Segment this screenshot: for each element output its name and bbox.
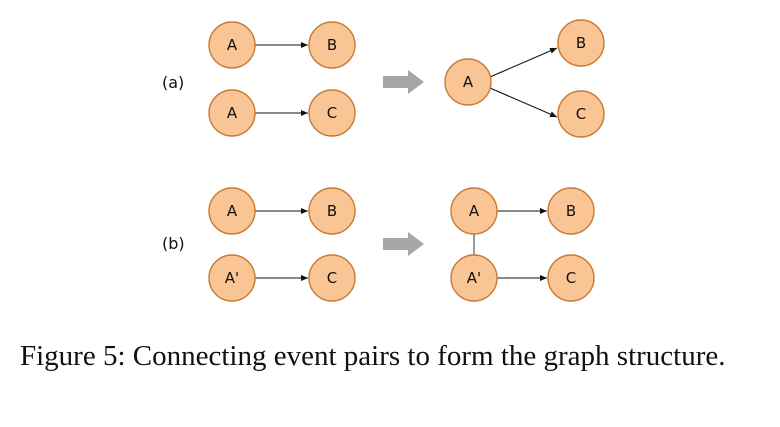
transform-arrow-icon (383, 70, 424, 94)
panel-a-label: (a) (162, 73, 184, 92)
node: A' (450, 254, 498, 302)
node-label: B (566, 202, 576, 220)
node-label: A (463, 73, 474, 91)
node: B (308, 21, 356, 69)
panel-b-label: (b) (162, 234, 185, 253)
node: B (557, 19, 605, 67)
node: B (547, 187, 595, 235)
node-label: C (576, 105, 586, 123)
panel-a: (a) A B A C (162, 19, 605, 138)
node-label: A' (467, 269, 481, 287)
transform-arrow-icon (383, 232, 424, 256)
node-label: C (566, 269, 576, 287)
panel-b: (b) A B A' C (162, 187, 595, 302)
edge-a-right-2 (489, 87, 558, 118)
node: A' (208, 254, 256, 302)
node: A (208, 89, 256, 137)
edge-a-right-1 (489, 47, 558, 78)
node: A (208, 187, 256, 235)
node-label: A (227, 202, 238, 220)
node: A (450, 187, 498, 235)
node: C (308, 254, 356, 302)
node: C (308, 89, 356, 137)
node-label: B (327, 36, 337, 54)
node-label: C (327, 104, 337, 122)
node-label: B (576, 34, 586, 52)
node: A (208, 21, 256, 69)
node: A (444, 58, 492, 106)
diagram: (a) A B A C (162, 19, 605, 302)
node-label: A (469, 202, 480, 220)
node-label: A (227, 104, 238, 122)
node: C (547, 254, 595, 302)
node: B (308, 187, 356, 235)
node: C (557, 90, 605, 138)
node-label: B (327, 202, 337, 220)
node-label: A' (225, 269, 239, 287)
node-label: A (227, 36, 238, 54)
figure-caption: Figure 5: Connecting event pairs to form… (20, 340, 726, 372)
node-label: C (327, 269, 337, 287)
